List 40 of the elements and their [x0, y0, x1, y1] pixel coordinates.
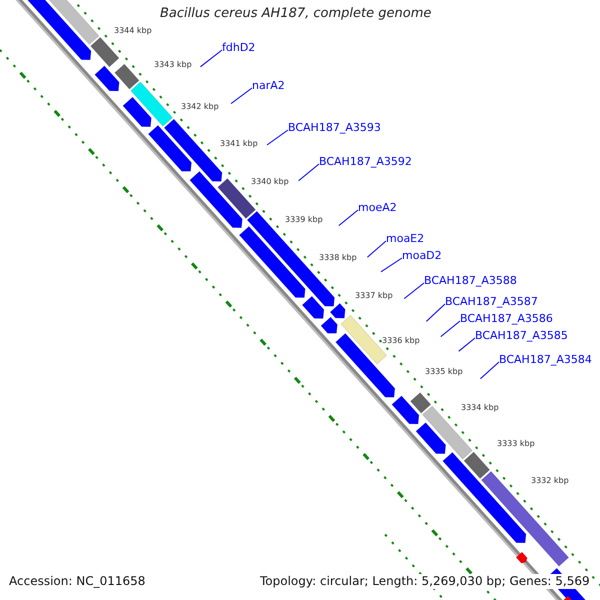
- leader-line: [266, 130, 288, 146]
- scale-label: 3343 kbp: [154, 60, 192, 70]
- scale-label: 3341 kbp: [220, 139, 258, 149]
- scale-label: 3334 kbp: [461, 403, 499, 413]
- leader-line: [458, 338, 476, 352]
- leader-line: [480, 362, 500, 380]
- gene-label: BCAH187_A3593: [288, 121, 381, 134]
- leader-line: [230, 88, 252, 104]
- gene-label: BCAH187_A3584: [499, 353, 592, 366]
- leader-line: [440, 320, 460, 338]
- gene-label: moeA2: [358, 201, 397, 214]
- scale-label: 3344 kbp: [114, 26, 152, 36]
- leader-line: [404, 282, 424, 300]
- leader-line: [380, 258, 402, 272]
- scale-label: 3332 kbp: [531, 476, 569, 486]
- scale-label: 3338 kbp: [319, 253, 357, 263]
- gene-label: BCAH187_A3587: [445, 295, 538, 308]
- leader-line: [426, 304, 446, 322]
- scale-label: 3337 kbp: [355, 291, 393, 301]
- gene-label: moaD2: [402, 249, 442, 262]
- map-title: Bacillus cereus AH187, complete genome: [160, 6, 432, 22]
- accession-text: Accession: NC_011658: [9, 574, 146, 589]
- scale-label: 3333 kbp: [497, 439, 535, 449]
- genome-info-text: Topology: circular; Length: 5,269,030 bp; Genes: 5,569: [260, 574, 590, 589]
- leader-line: [366, 240, 386, 258]
- scale-label: 3339 kbp: [285, 215, 323, 225]
- scale-label: 3336 kbp: [382, 336, 420, 346]
- gene-label: BCAH187_A3586: [460, 312, 553, 325]
- gene-label: fdhD2: [222, 41, 256, 54]
- gene-label: narA2: [252, 79, 285, 92]
- leader-line: [298, 164, 320, 182]
- gene-label: BCAH187_A3592: [319, 155, 412, 168]
- gene-label: BCAH187_A3588: [424, 274, 517, 287]
- gene-label: moaE2: [386, 232, 424, 245]
- leader-line: [200, 50, 222, 68]
- gene-label: BCAH187_A3585: [475, 329, 568, 342]
- leader-line: [338, 210, 358, 226]
- scale-label: 3342 kbp: [181, 102, 219, 112]
- scale-label: 3335 kbp: [425, 367, 463, 377]
- scale-label: 3340 kbp: [251, 177, 289, 187]
